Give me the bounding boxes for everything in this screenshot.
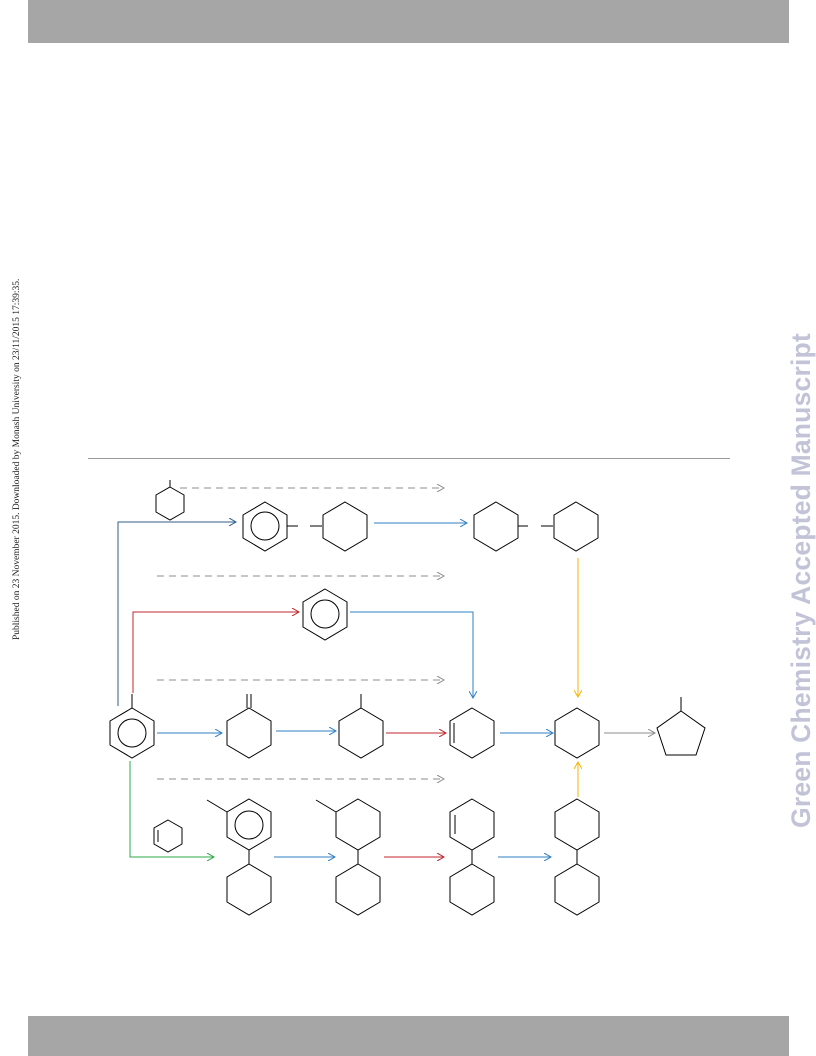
methylcyclohexane-small — [155, 480, 185, 521]
benzene — [302, 588, 348, 641]
phenylcyclohexane — [242, 501, 368, 552]
toluene — [109, 694, 155, 759]
bicyclohexyl-lower — [554, 798, 600, 916]
cyclohexene-small — [153, 819, 183, 853]
methylphenylcyclohexane — [206, 798, 272, 916]
route-arrow-blue — [350, 611, 473, 698]
footer-bar — [28, 1016, 789, 1056]
bicyclohexyl — [473, 501, 599, 552]
methylcyclohexane — [338, 694, 384, 759]
methylcyclopentane — [656, 697, 706, 756]
header-bar — [28, 0, 789, 43]
route-arrow-dark-blue — [117, 522, 236, 706]
cyclohexenylcyclohexane — [449, 798, 495, 916]
methylenecyclohexane — [226, 694, 272, 759]
section-divider — [88, 458, 730, 459]
route-arrow-green — [129, 761, 214, 857]
route-arrow-red — [132, 612, 299, 693]
methylcyclohexene — [449, 707, 495, 759]
cyclohexane-product — [554, 707, 600, 759]
methylbicyclohexyl — [315, 798, 381, 916]
